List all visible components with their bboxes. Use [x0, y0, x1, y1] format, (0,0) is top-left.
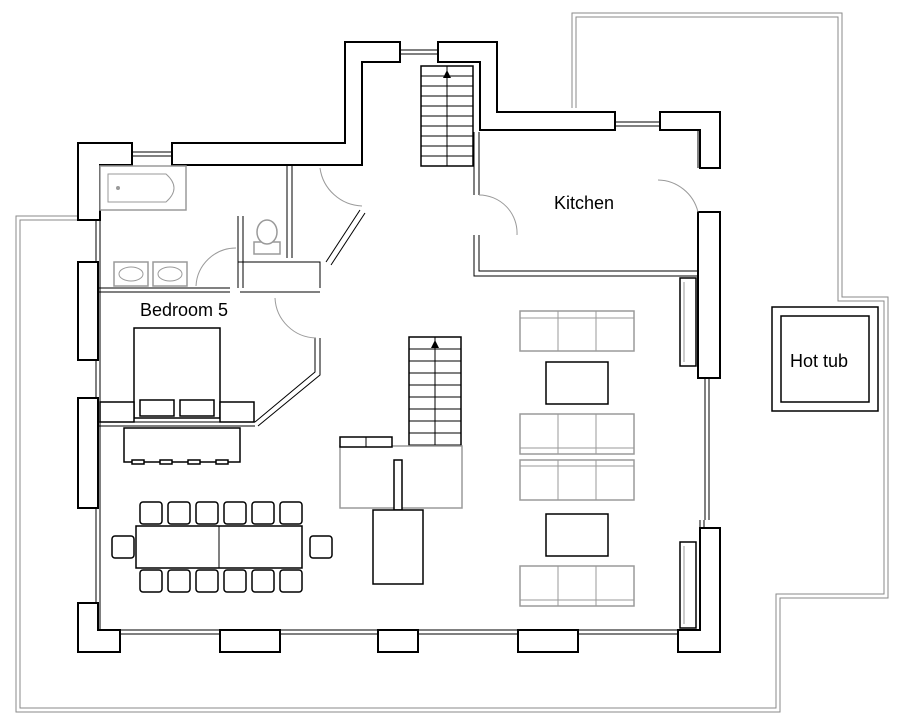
coffee-table-1 [545, 361, 609, 405]
sofa-4 [519, 565, 635, 607]
dining-chairs [111, 501, 333, 593]
toilet [253, 219, 281, 255]
bed [99, 327, 255, 423]
desk [123, 427, 241, 465]
kitchen-island [339, 436, 463, 585]
terrace-outline [15, 12, 889, 713]
dining-table [135, 525, 303, 569]
sideboards [679, 277, 697, 629]
doors [195, 167, 699, 339]
bathtub [99, 165, 187, 211]
stairs-lower [408, 336, 462, 460]
sofa-2 [519, 413, 635, 455]
hot-tub [771, 306, 879, 412]
stairs-upper [420, 65, 474, 167]
wash-basins [113, 261, 188, 287]
hot-tub-label: Hot tub [790, 351, 848, 371]
kitchen-label: Kitchen [554, 193, 614, 213]
coffee-table-2 [545, 513, 609, 557]
sofa-3 [519, 459, 635, 501]
sofa-1 [519, 310, 635, 352]
wall-segments [77, 41, 721, 653]
bedroom-label: Bedroom 5 [140, 300, 228, 320]
